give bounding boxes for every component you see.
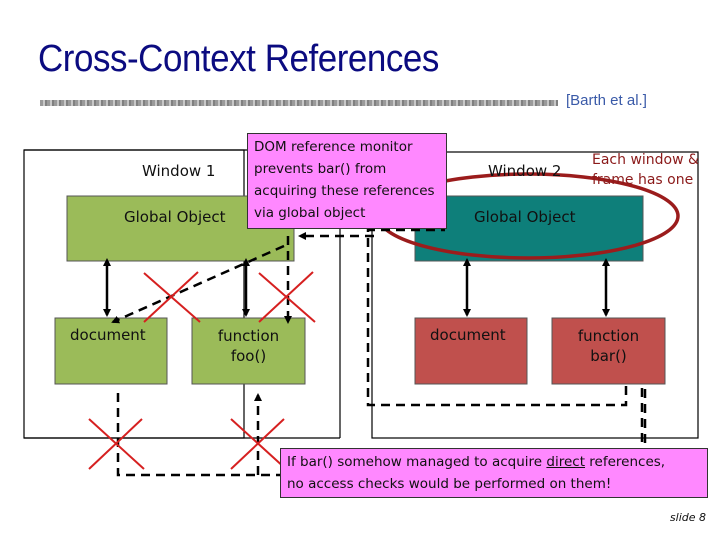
blocked-crosses [88, 271, 316, 470]
bar-to-w1-children-dashed-path [116, 389, 647, 477]
window2-function-label: function bar() [552, 326, 665, 366]
window2-document-label: document [430, 326, 506, 344]
citation: [Barth et al.] [566, 92, 647, 109]
cross-icon [143, 271, 201, 323]
function-name: foo() [230, 347, 267, 365]
reference-monitor-note: DOM reference monitor prevents bar() fro… [247, 133, 447, 229]
window1-global-object-label: Global Object [124, 208, 226, 226]
slide-number: slide 8 [669, 511, 706, 524]
function-name: bar() [590, 347, 627, 365]
note-text: If bar() somehow managed to acquire [287, 454, 547, 470]
window1-label: Window 1 [142, 162, 216, 180]
note-line: acquiring these references [254, 183, 435, 199]
w2-inner-dashed-path [366, 228, 628, 407]
window1-function-label: function foo() [192, 326, 305, 366]
note-line: frame has one [592, 172, 694, 188]
window2-global-object-label: Global Object [474, 208, 576, 226]
note-line-2: no access checks would be performed on t… [287, 476, 612, 492]
note-line: via global object [254, 205, 366, 221]
window1-document-box [54, 317, 168, 385]
to-document-dashed-path [111, 244, 285, 324]
note-text: references, [585, 454, 666, 470]
window2-frame [371, 151, 699, 439]
note-line-1: If bar() somehow managed to acquire dire… [287, 451, 701, 473]
window1-document-label: document [70, 326, 146, 344]
window2-function-box [551, 317, 666, 385]
each-window-note: Each window & frame has one [592, 150, 699, 190]
window2-document-box [414, 317, 528, 385]
note-line: DOM reference monitor [254, 139, 413, 155]
function-keyword: function [577, 327, 640, 345]
cross-icon [88, 418, 145, 470]
cross-icon [258, 271, 316, 323]
window2-global-object-box [414, 195, 644, 262]
function-keyword: function [217, 327, 280, 345]
note-line: prevents bar() from [254, 161, 387, 177]
title-divider [40, 100, 558, 106]
note-line: Each window & [592, 152, 699, 168]
window2-label: Window 2 [488, 162, 562, 180]
note-emphasis: direct [546, 454, 586, 470]
cross-icon [230, 418, 287, 470]
slide-title: Cross-Context References [38, 38, 439, 80]
window1-function-box [191, 317, 306, 385]
window1-frame [23, 149, 245, 439]
direct-references-note: If bar() somehow managed to acquire dire… [280, 448, 708, 498]
